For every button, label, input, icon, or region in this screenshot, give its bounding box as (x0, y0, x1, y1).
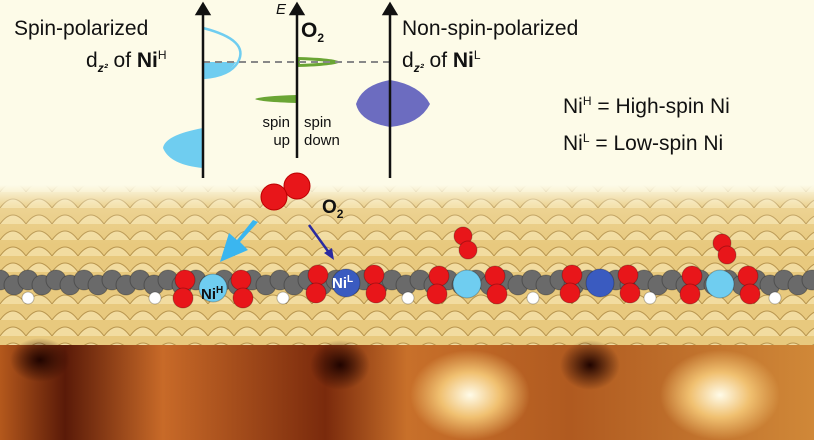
oxygen-atom (617, 264, 639, 286)
legend-high-spin: NiH = High-spin Ni (563, 94, 730, 118)
nil-atom (331, 268, 361, 298)
hydrogen-atom (401, 291, 415, 305)
oxygen-atom (365, 282, 387, 304)
left-orbital-label: dz² of NiH (86, 48, 167, 75)
nih-site-label: NiH (201, 285, 224, 303)
nih-atom (705, 269, 735, 299)
hydrogen-atom (276, 291, 290, 305)
nih-atom (452, 269, 482, 299)
oxygen-atom (559, 282, 581, 304)
weak-adsorption-arrow (307, 224, 334, 260)
oxygen-atom (172, 287, 194, 309)
nil-dos-lobe (356, 80, 430, 127)
oxygen-atom (681, 265, 703, 287)
oxygen-atom (307, 264, 329, 286)
right-orbital-label: dz² of NiL (402, 48, 481, 75)
nil-atom (585, 268, 615, 298)
hydrogen-atom (768, 291, 782, 305)
energy-axes (194, 1, 399, 178)
oxygen-atom (619, 282, 641, 304)
oxygen-atom (232, 287, 254, 309)
hydrogen-atom (148, 291, 162, 305)
oxygen-atom (737, 265, 759, 287)
molecular-chain (0, 226, 814, 309)
oxygen-atom (428, 265, 450, 287)
o2-molecule-gas (260, 172, 311, 211)
oxygen-atom (363, 264, 385, 286)
nil-site-label: NiL (332, 274, 354, 292)
oxygen-atom (484, 265, 506, 287)
energy-axis-label: E (276, 1, 287, 18)
oxygen-atom (739, 283, 761, 305)
carbon-atom (801, 269, 814, 291)
hydrogen-atom (643, 291, 657, 305)
adsorbed-o2-atom (717, 245, 737, 265)
o2-dos-spin-up (255, 95, 297, 103)
oxygen-atom (679, 283, 701, 305)
oxygen-atom (426, 283, 448, 305)
o2-label: O2 (322, 197, 344, 221)
oxygen-atom (486, 283, 508, 305)
oxygen-atom (561, 264, 583, 286)
nih-dos-lower-lobe (163, 128, 203, 168)
hydrogen-atom (526, 291, 540, 305)
legend-low-spin: NiL = Low-spin Ni (563, 131, 724, 155)
strong-adsorption-arrow (220, 220, 258, 262)
right-title: Non-spin-polarized (402, 17, 579, 40)
nih-atom (198, 273, 228, 303)
o2-dos-title: O2 (301, 19, 325, 45)
nih-dos-upper-lobe (202, 26, 242, 80)
oxygen-atom (305, 282, 327, 304)
hydrogen-atom (21, 291, 35, 305)
oxygen-atom (174, 269, 196, 291)
adsorbed-o2-atom (458, 240, 478, 260)
oxygen-atom (230, 269, 252, 291)
left-title: Spin-polarized (14, 17, 149, 40)
